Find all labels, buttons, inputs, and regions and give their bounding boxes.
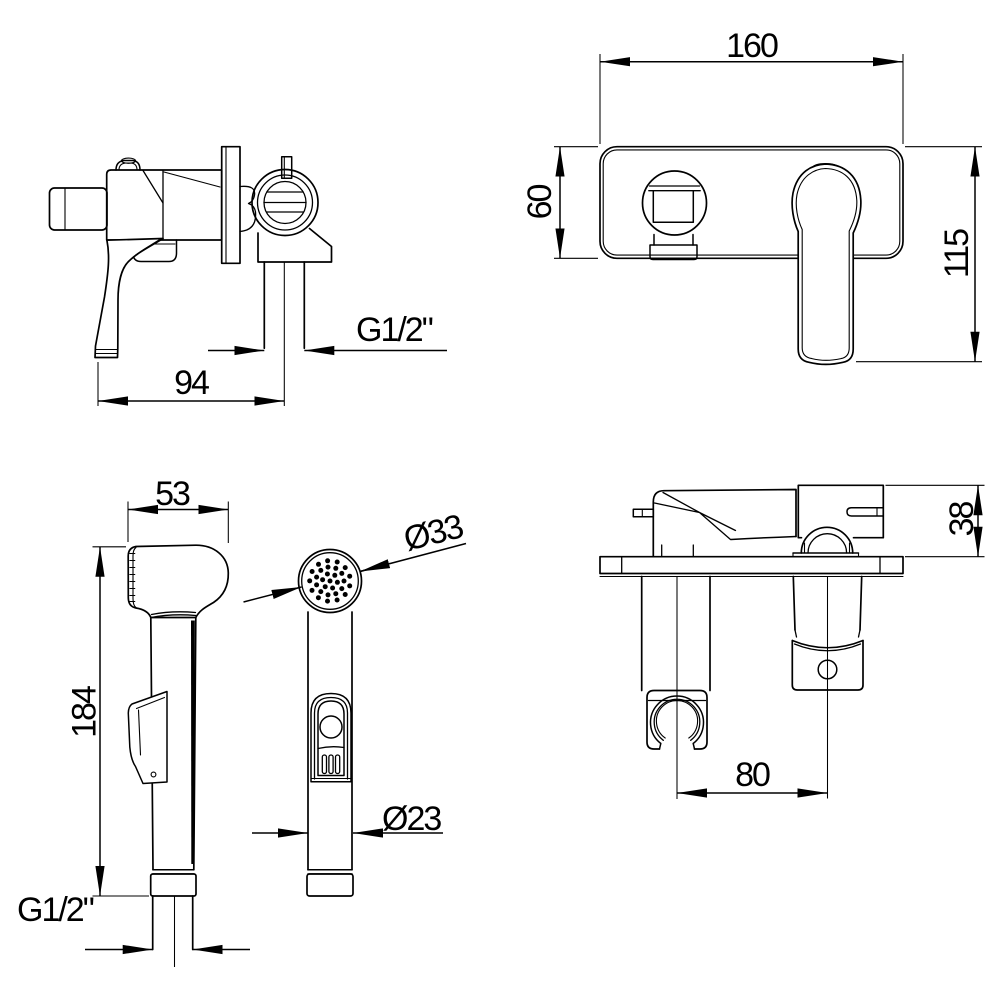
trim-body-top — [797, 484, 885, 539]
sprayer-head-front — [297, 548, 363, 614]
handle-grip-stripe — [191, 620, 195, 864]
hose-thread — [151, 895, 194, 951]
dim-label-80: 80 — [735, 756, 770, 794]
trigger-button — [319, 715, 343, 739]
mixer-front-dimensions: 160 60 115 — [521, 27, 982, 363]
wall-plate — [599, 145, 904, 260]
spray-face-slots — [129, 552, 136, 603]
view-mixer-front: 160 60 115 — [521, 27, 982, 366]
handshower-side-body — [127, 544, 230, 967]
elbow-sleeve-top — [792, 575, 863, 631]
outlet-elbow — [251, 168, 319, 237]
mixer-side-dimensions: 94 G1/2" — [97, 311, 447, 406]
view-handshower-front: Ø33 Ø23 — [243, 507, 467, 897]
handshower-side-dimensions: 53 184 G1/2" — [17, 475, 250, 955]
dim-label-thread-mixer: G1/2" — [356, 311, 433, 349]
dim-label-115: 115 — [938, 229, 976, 278]
dim-label-94: 94 — [174, 364, 209, 402]
valve-body-top — [652, 488, 797, 558]
handshower-front-dimensions: Ø33 Ø23 — [243, 507, 467, 838]
top-view-dimensions: 80 38 — [677, 484, 985, 798]
dim-label-160: 160 — [726, 27, 778, 65]
trigger-front — [310, 692, 352, 783]
mixer-valve-body — [105, 169, 223, 241]
sprayer-handle-front — [307, 611, 353, 871]
hose-collar-side — [149, 873, 197, 897]
plate-top-view — [599, 555, 904, 575]
sprayer-head-side — [127, 544, 230, 619]
top-view-body — [599, 484, 904, 799]
mixer-side-body — [48, 145, 333, 406]
wall-flange — [220, 145, 241, 265]
dim-label-184: 184 — [66, 686, 104, 738]
mixer-front-body — [599, 145, 904, 366]
hose-collar-front — [306, 873, 354, 897]
mixer-handle-front — [791, 163, 862, 366]
handshower-front-body — [297, 548, 363, 897]
handle-dome-top — [800, 526, 854, 554]
view-installation-top: 80 38 — [599, 484, 985, 799]
view-handshower-side: 53 184 G1/2" — [17, 475, 250, 967]
spout-tab-top — [632, 508, 655, 518]
mixer-lever — [94, 237, 164, 359]
spray-nozzles — [307, 558, 353, 604]
dim-label-60: 60 — [521, 185, 559, 220]
outlet-pipe — [263, 261, 306, 350]
elbow-tab — [280, 155, 293, 179]
cap-button — [120, 157, 137, 164]
dim-label-d23: Ø23 — [382, 800, 441, 838]
trigger-side — [127, 690, 168, 785]
dim-label-53: 53 — [155, 475, 190, 513]
aerator — [649, 244, 698, 261]
handle-top-view — [846, 506, 885, 517]
holder-bracket-top — [640, 575, 711, 692]
dim-label-thread-shower: G1/2" — [17, 891, 94, 929]
trigger-pin — [150, 771, 157, 778]
spout-front — [641, 170, 708, 236]
dim-label-38: 38 — [943, 502, 981, 537]
mixer-spout — [48, 187, 108, 231]
dim-label-d33: Ø33 — [400, 507, 467, 558]
view-mixer-side: 94 G1/2" — [48, 145, 447, 406]
